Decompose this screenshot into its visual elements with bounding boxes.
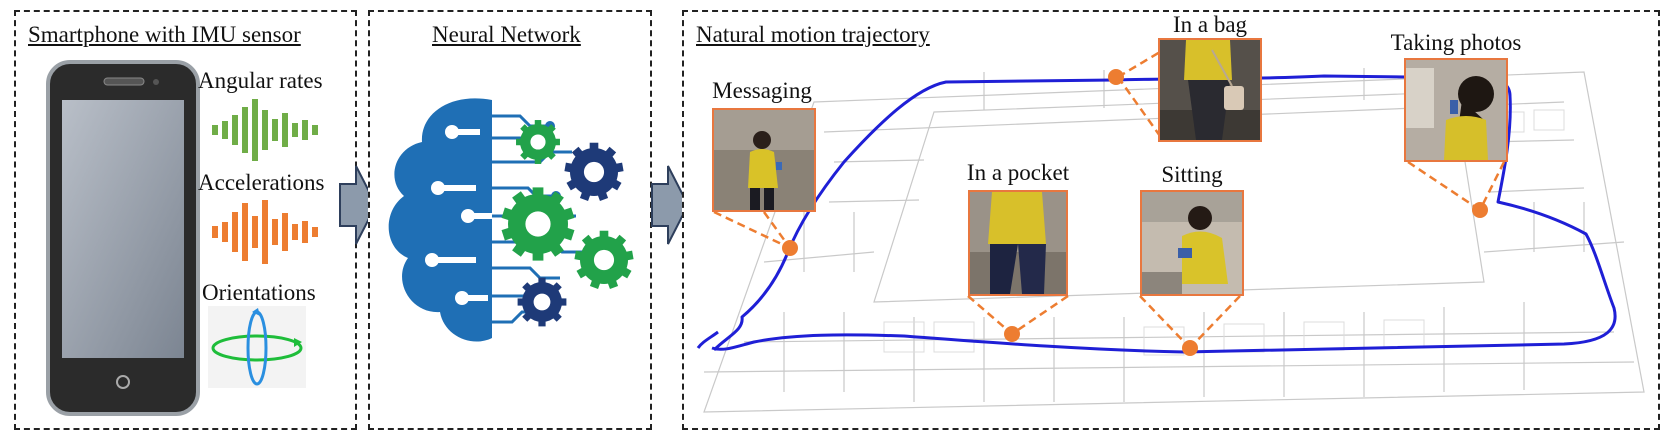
signal-label-accelerations: Accelerations xyxy=(198,170,325,195)
photo-messaging xyxy=(712,108,816,212)
waveform-bar xyxy=(232,212,238,252)
waveform-bar xyxy=(302,221,308,243)
waveform-bar xyxy=(282,213,288,251)
trajectory-panel: Natural motion trajectory xyxy=(682,10,1660,430)
waveform-bar xyxy=(252,216,258,248)
photo-in-a-bag xyxy=(1158,38,1262,142)
waveform-bar xyxy=(292,224,298,240)
activity-label-sitting: Sitting xyxy=(1161,162,1223,187)
waveform-bar xyxy=(212,226,218,238)
waveform-bar xyxy=(212,125,218,135)
waveform-bar xyxy=(292,123,298,137)
activity-label-in-a-bag: In a bag xyxy=(1172,12,1248,37)
sensor-panel: Smartphone with IMU sensor Angular rates… xyxy=(14,10,357,430)
network-panel-title: Neural Network xyxy=(432,22,581,47)
activity-label-in-a-pocket: In a pocket xyxy=(966,160,1070,185)
gear-icon xyxy=(516,120,560,164)
network-panel: Neural Network xyxy=(368,10,652,430)
brain-icon xyxy=(388,98,634,342)
waveform-bar xyxy=(282,113,288,147)
orientation-icon xyxy=(208,306,306,388)
flow-arrow-icon xyxy=(651,165,690,245)
smartphone-icon xyxy=(46,60,200,416)
flow-arrow-icon xyxy=(339,165,378,245)
waveform-bar xyxy=(222,222,228,242)
waveform-bar xyxy=(272,219,278,245)
sensor-panel-title: Smartphone with IMU sensor xyxy=(28,22,301,47)
accelerations-waveform xyxy=(212,200,318,264)
waveform-bar xyxy=(242,107,248,153)
waveform-bar xyxy=(232,115,238,145)
waveform-bar xyxy=(242,203,248,261)
waveform-bar xyxy=(222,121,228,139)
photo-taking-photos xyxy=(1404,58,1508,162)
waveform-bar xyxy=(312,227,318,237)
waveform-bar xyxy=(312,125,318,135)
gear-icon xyxy=(501,187,575,261)
activity-label-taking-photos: Taking photos xyxy=(1390,30,1522,55)
signal-label-orientations: Orientations xyxy=(202,280,316,305)
waveform-bar xyxy=(272,119,278,141)
gear-icon xyxy=(564,142,624,201)
trajectory-panel-title: Natural motion trajectory xyxy=(696,22,930,47)
gear-icon xyxy=(574,230,634,289)
waveform-bar xyxy=(302,120,308,140)
gear-icon xyxy=(517,277,567,327)
activity-label-messaging: Messaging xyxy=(712,78,812,103)
waveform-bar xyxy=(262,200,268,264)
floor-plan xyxy=(696,50,1645,413)
angular-rates-waveform xyxy=(212,99,318,161)
waveform-bar xyxy=(262,110,268,150)
photo-sitting xyxy=(1140,190,1244,296)
photo-in-a-pocket xyxy=(968,190,1068,296)
waveform-bar xyxy=(252,99,258,161)
signal-label-angular-rates: Angular rates xyxy=(198,68,323,93)
